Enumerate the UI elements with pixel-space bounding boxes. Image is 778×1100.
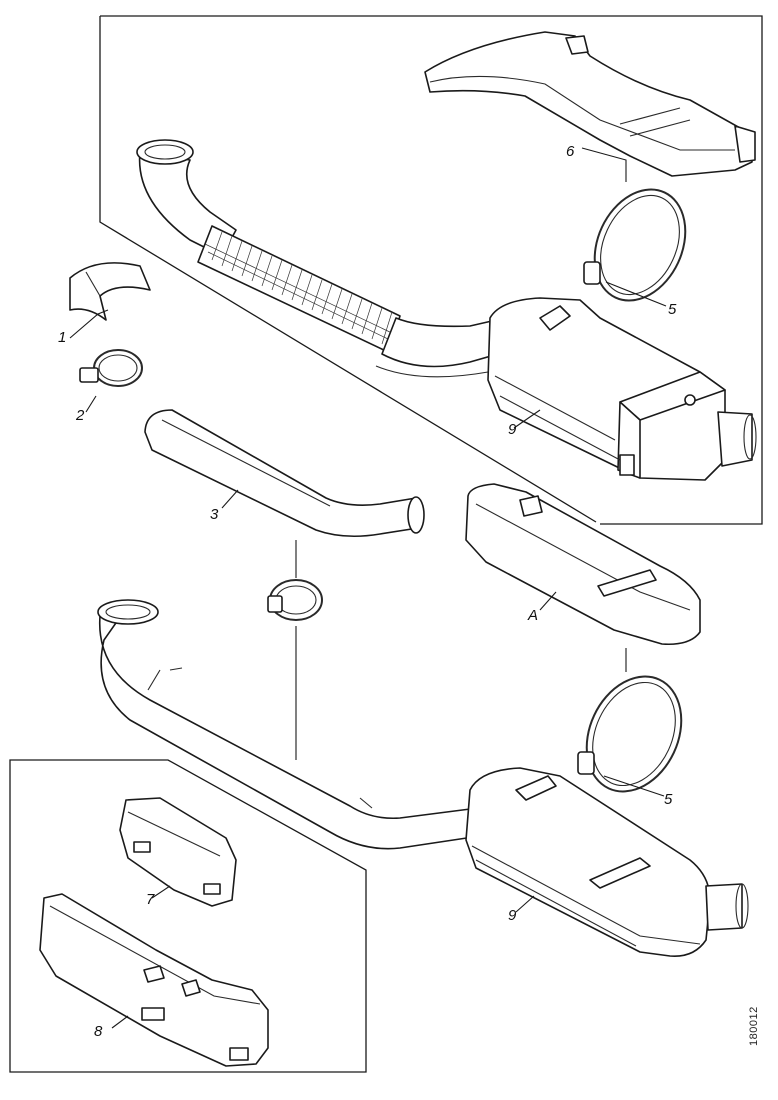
small-heat-shield (119, 797, 237, 907)
callout-5-lower: 5 (664, 791, 673, 808)
callout-1: 1 (58, 329, 67, 346)
leader-8 (111, 1015, 129, 1029)
callout-2: 2 (76, 407, 85, 424)
leader-6 (581, 147, 627, 182)
leader-5-lower (603, 775, 665, 797)
silencer-lower (465, 767, 749, 957)
leader-9-upper (513, 409, 541, 429)
heat-sleeve (69, 262, 151, 321)
leader-7 (151, 885, 171, 899)
heat-shield-upper (424, 31, 756, 177)
callout-a: A (528, 607, 539, 624)
callout-7: 7 (146, 891, 155, 908)
band-clamp-upper (583, 188, 687, 302)
long-heat-shield (39, 893, 269, 1067)
callout-9-upper: 9 (508, 421, 517, 438)
leader-a (539, 591, 557, 611)
intermediate-pipe (144, 409, 425, 538)
callout-5-upper: 5 (668, 301, 677, 318)
callout-8: 8 (94, 1023, 103, 1040)
pipe-clamp-centre (267, 579, 323, 621)
callout-3: 3 (210, 506, 219, 523)
lower-detail-frame (9, 759, 367, 1073)
leader-1 (69, 309, 109, 339)
upper-detail-frame (99, 15, 763, 525)
leader-3 (221, 489, 239, 509)
band-clamp-lower (577, 675, 683, 793)
heat-shield-variant-a (465, 483, 701, 646)
leader-9-lower (515, 895, 535, 913)
exhaust-pipe-lower (97, 599, 481, 850)
callout-6: 6 (566, 143, 575, 160)
leader-2 (85, 395, 97, 413)
exhaust-pipe-upper (136, 139, 513, 378)
small-clamp (79, 349, 143, 387)
callout-9-lower: 9 (508, 907, 517, 924)
silencer-upper (487, 297, 757, 481)
leader-5-upper (605, 281, 667, 307)
drawing-reference-code: 180012 (748, 1006, 760, 1046)
